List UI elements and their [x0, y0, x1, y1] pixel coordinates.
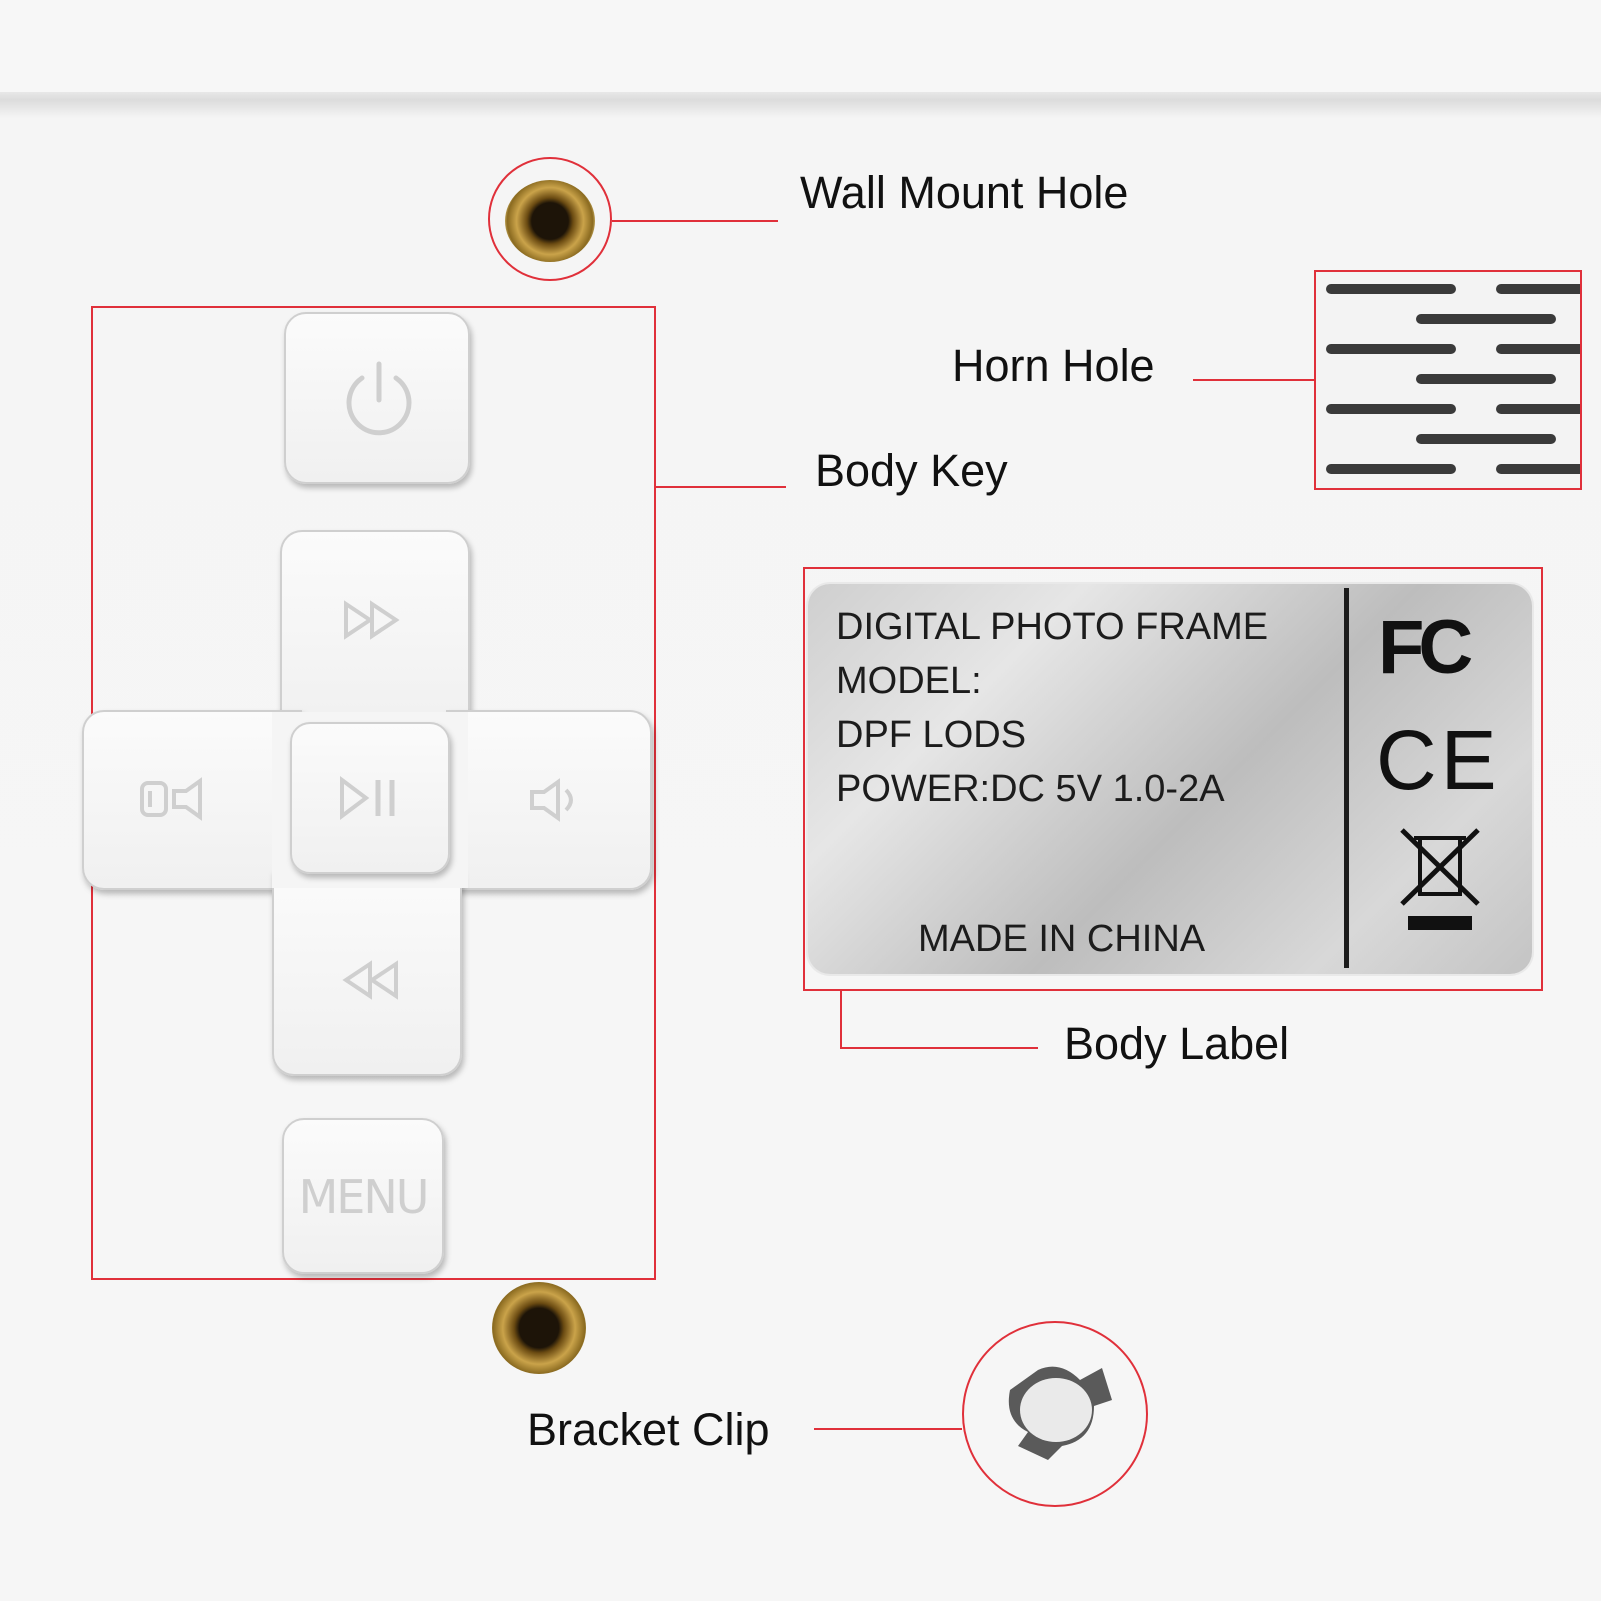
body-label-leader-vertical	[840, 991, 842, 1049]
label-line-3: DPF LODS	[836, 714, 1027, 756]
bracket-clip-leader	[814, 1428, 962, 1430]
volume-down-key[interactable]	[82, 710, 302, 890]
wall-mount-hole	[505, 180, 595, 262]
menu-key-label: MENU	[298, 1170, 430, 1224]
rewind-icon	[342, 960, 398, 1000]
wall-mount-hole-label: Wall Mount Hole	[800, 167, 1129, 218]
label-divider	[1344, 588, 1349, 968]
body-key-label: Body Key	[815, 445, 1008, 496]
label-line-1: DIGITAL PHOTO FRAME	[836, 606, 1269, 648]
horn-hole-highlight	[1314, 270, 1582, 490]
horn-hole-leader	[1193, 379, 1314, 381]
label-line-5: MADE IN CHINA	[918, 918, 1206, 960]
bottom-screw	[492, 1282, 586, 1374]
volume-up-icon	[530, 778, 573, 822]
menu-key[interactable]: MENU	[282, 1118, 444, 1274]
body-label-plate: DIGITAL PHOTO FRAME MODEL: DPF LODS POWE…	[808, 584, 1532, 974]
wall-mount-hole-leader	[612, 220, 778, 222]
ce-mark: CE	[1376, 713, 1501, 807]
play-pause-key[interactable]	[290, 722, 450, 874]
power-icon	[346, 361, 412, 436]
bracket-clip-label: Bracket Clip	[527, 1404, 770, 1455]
frame-top-edge	[0, 0, 1601, 92]
fast-forward-key[interactable]	[280, 530, 470, 730]
horn-hole-label: Horn Hole	[952, 340, 1155, 391]
play-pause-icon	[340, 776, 395, 820]
volume-up-key[interactable]	[446, 710, 652, 890]
power-key[interactable]	[284, 312, 470, 484]
label-line-2: MODEL:	[836, 660, 982, 702]
weee-bin-icon	[1400, 828, 1480, 930]
volume-down-icon	[140, 777, 202, 821]
body-label-label: Body Label	[1064, 1018, 1290, 1069]
wall-mount-hole-highlight	[488, 157, 612, 281]
body-key-leader	[656, 486, 786, 488]
label-line-4: POWER:DC 5V 1.0-2A	[836, 768, 1225, 810]
fast-forward-icon	[344, 600, 400, 640]
bracket-clip	[1008, 1366, 1112, 1460]
rewind-key[interactable]	[272, 870, 462, 1076]
fcc-mark: FC	[1378, 605, 1473, 690]
bracket-clip-highlight	[962, 1321, 1148, 1507]
body-label-leader-horizontal	[840, 1047, 1038, 1049]
body-label-highlight	[803, 567, 1543, 991]
